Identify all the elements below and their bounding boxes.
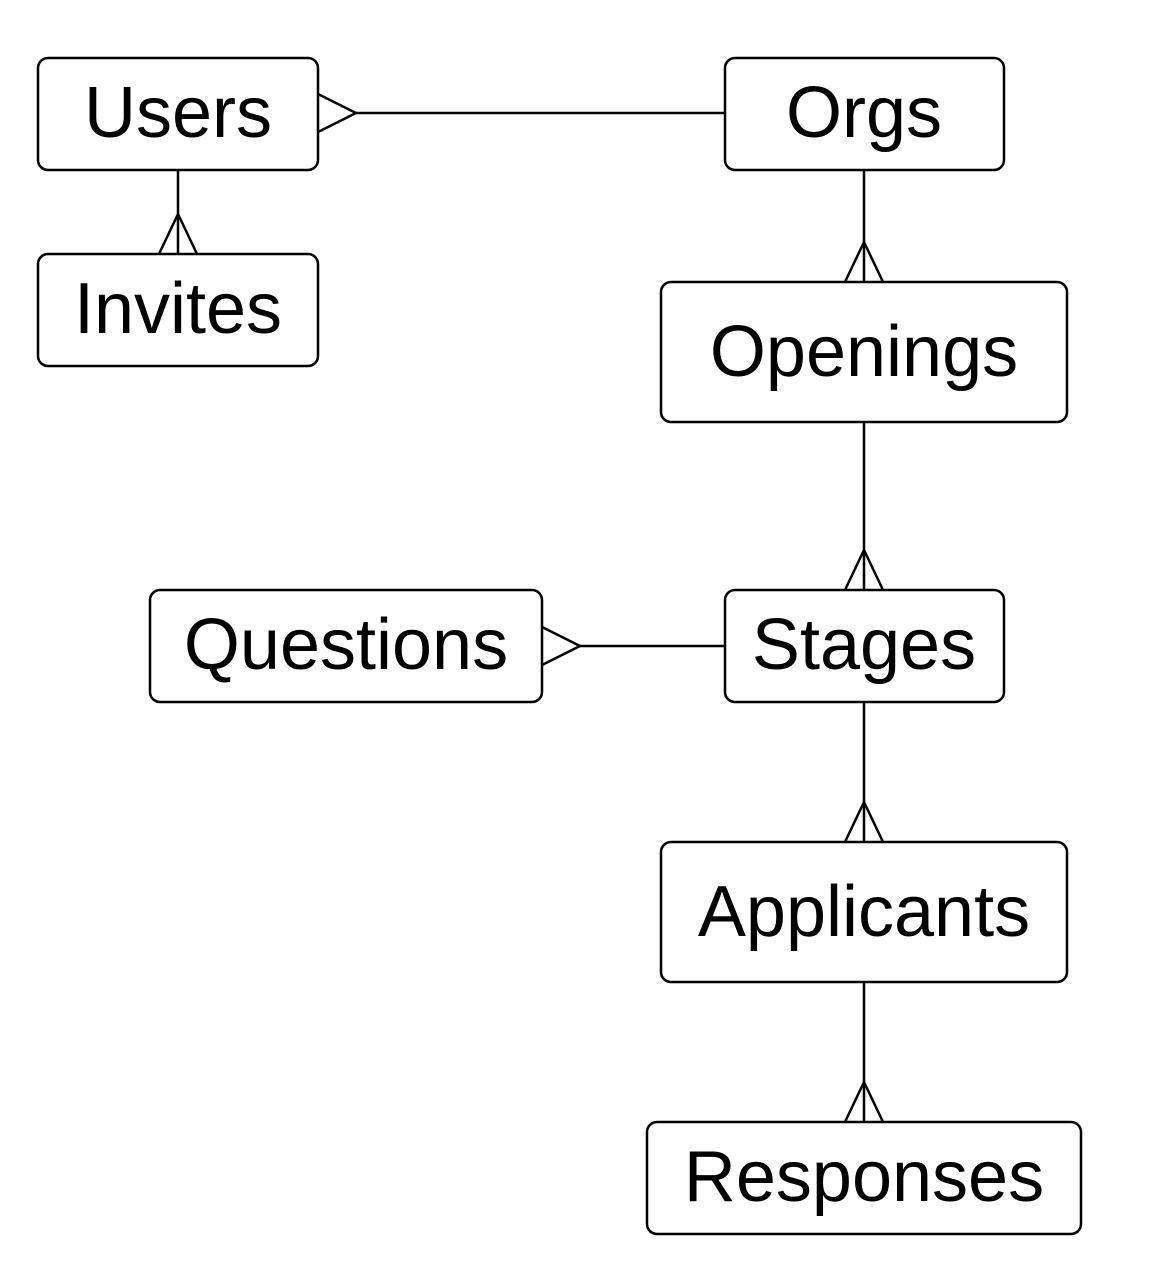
entity-users[interactable]: Users — [36, 56, 320, 172]
entity-applicants[interactable]: Applicants — [659, 840, 1069, 984]
relationships — [157, 92, 885, 1123]
entity-label: Responses — [684, 1137, 1044, 1217]
entity-label: Applicants — [698, 872, 1030, 952]
entity-invites[interactable]: Invites — [36, 252, 320, 368]
entities: Users Orgs Invites Openings Questions St… — [36, 56, 1083, 1236]
relationship-applicants-responses — [843, 982, 885, 1123]
entity-label: Orgs — [786, 73, 942, 153]
relationship-openings-stages — [843, 422, 885, 591]
entity-stages[interactable]: Stages — [723, 588, 1006, 704]
entity-label: Stages — [752, 605, 976, 685]
entity-label: Questions — [184, 605, 508, 685]
entity-label: Invites — [74, 269, 282, 349]
relationship-orgs-users — [317, 92, 725, 134]
entity-label: Users — [84, 73, 272, 153]
relationship-users-invites — [157, 170, 199, 255]
entity-orgs[interactable]: Orgs — [723, 56, 1006, 172]
relationship-orgs-openings — [843, 170, 885, 283]
entity-responses[interactable]: Responses — [645, 1120, 1083, 1236]
entity-openings[interactable]: Openings — [659, 280, 1069, 424]
entity-questions[interactable]: Questions — [148, 588, 544, 704]
entity-label: Openings — [710, 312, 1018, 392]
relationship-stages-questions — [541, 625, 725, 667]
relationship-stages-applicants — [843, 702, 885, 843]
